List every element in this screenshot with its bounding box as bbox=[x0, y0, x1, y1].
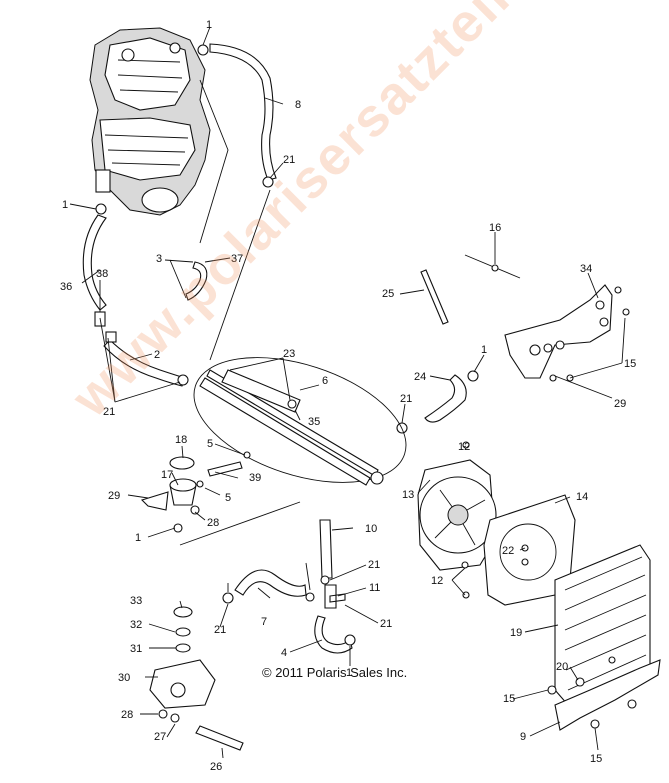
tee-11 bbox=[324, 584, 346, 609]
callout: 2 bbox=[154, 349, 160, 361]
hose-39 bbox=[207, 461, 243, 477]
hose-7 bbox=[234, 569, 307, 597]
callout: 31 bbox=[130, 643, 142, 655]
callout: 1 bbox=[135, 532, 141, 544]
callout: 1 bbox=[62, 199, 68, 211]
callout: 11 bbox=[369, 582, 380, 594]
radiator bbox=[554, 544, 651, 706]
callout: 18 bbox=[175, 434, 187, 446]
callout: 27 bbox=[154, 731, 166, 743]
callout: 19 bbox=[510, 627, 522, 639]
hose-4 bbox=[314, 615, 353, 654]
callout: 37 bbox=[231, 253, 243, 265]
callout: 35 bbox=[308, 416, 320, 428]
callout: 28 bbox=[207, 517, 219, 529]
callout: 1 bbox=[481, 344, 487, 356]
callout: 13 bbox=[402, 489, 414, 501]
callout: 36 bbox=[60, 281, 72, 293]
callout: 26 bbox=[210, 761, 222, 773]
callout: 20 bbox=[556, 661, 568, 673]
callout: 3 bbox=[156, 253, 162, 265]
callout: 25 bbox=[382, 288, 394, 300]
hose-24 bbox=[424, 374, 467, 423]
callout: 5 bbox=[225, 492, 231, 504]
callout: 6 bbox=[322, 375, 328, 387]
callout: 21 bbox=[214, 624, 226, 636]
callout-numbers: 1 8 21 1 3 37 36 38 2 21 16 25 34 23 6 3… bbox=[60, 19, 636, 773]
callout: 38 bbox=[96, 268, 108, 280]
callout: 12 bbox=[458, 441, 470, 453]
callout: 28 bbox=[121, 709, 133, 721]
bracket-9 bbox=[554, 659, 661, 731]
callout: 29 bbox=[108, 490, 120, 502]
hose-8 bbox=[209, 43, 277, 181]
engine-assembly bbox=[89, 27, 211, 216]
copyright-notice: © 2011 Polaris Sales Inc. bbox=[262, 665, 408, 680]
callout: 1 bbox=[206, 19, 212, 31]
callout: 15 bbox=[590, 753, 602, 765]
callout: 9 bbox=[520, 731, 526, 743]
callout: 16 bbox=[489, 222, 501, 234]
callout: 10 bbox=[365, 523, 377, 535]
callout: 5 bbox=[207, 438, 213, 450]
rod-25 bbox=[420, 269, 449, 325]
callout: 21 bbox=[368, 559, 380, 571]
fasteners bbox=[461, 286, 637, 729]
callout: 17 bbox=[161, 469, 173, 481]
callout: 8 bbox=[295, 99, 301, 111]
coolant-reservoir bbox=[149, 606, 244, 751]
callout: 24 bbox=[414, 371, 426, 383]
hose-36 bbox=[82, 214, 107, 311]
callout: 7 bbox=[261, 616, 267, 628]
coolant-tube-assembly bbox=[193, 357, 407, 486]
callout: 15 bbox=[503, 693, 515, 705]
callout: 1 bbox=[346, 667, 352, 679]
bracket-34 bbox=[504, 284, 613, 379]
callout: 14 bbox=[576, 491, 588, 503]
callout: 21 bbox=[283, 154, 295, 166]
callout: 29 bbox=[614, 398, 626, 410]
callout: 21 bbox=[380, 618, 392, 630]
callout: 21 bbox=[103, 406, 115, 418]
hose-3 bbox=[185, 261, 208, 301]
callout: 21 bbox=[400, 393, 412, 405]
callout: 34 bbox=[580, 263, 592, 275]
callout: 23 bbox=[283, 348, 295, 360]
callout: 12 bbox=[431, 575, 443, 587]
callout: 32 bbox=[130, 619, 142, 631]
hose-2 bbox=[103, 339, 186, 387]
callout: 22 bbox=[502, 545, 514, 557]
callout: 4 bbox=[281, 647, 287, 659]
hose-10 bbox=[319, 519, 333, 579]
fan-assembly bbox=[417, 459, 497, 571]
filler-neck bbox=[140, 456, 200, 515]
callout: 15 bbox=[624, 358, 636, 370]
callout: 30 bbox=[118, 672, 130, 684]
leader-lines bbox=[69, 26, 626, 759]
callout: 39 bbox=[249, 472, 261, 484]
callout: 33 bbox=[130, 595, 142, 607]
